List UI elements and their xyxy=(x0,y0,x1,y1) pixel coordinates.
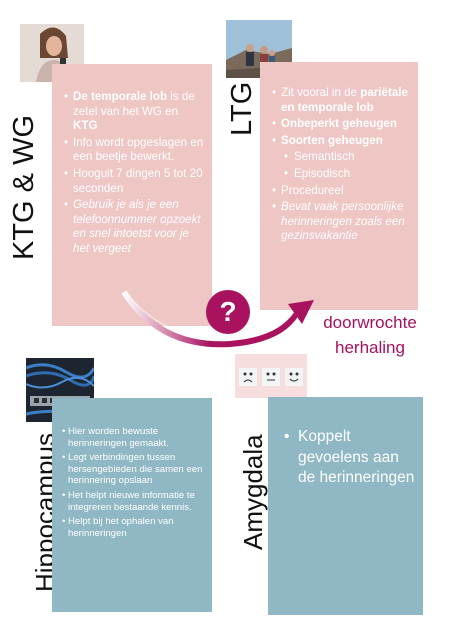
list-item-text: Episodisch xyxy=(294,166,351,180)
emotion-faces-photo-icon xyxy=(235,354,307,398)
list-item: Gebruik je als je een telefoonnummer opz… xyxy=(64,198,204,256)
caption-line-2: herhaling xyxy=(335,338,405,357)
list-item: Episodisch xyxy=(272,167,410,182)
list-item: Zit vooral in de pariëtale en temporale … xyxy=(272,86,410,115)
list-item: Koppelt gevoelens aan de herinneringen xyxy=(284,427,415,489)
list-item-text: Soorten geheugen xyxy=(281,133,383,147)
connector-caption: doorwrochte herhaling xyxy=(306,310,434,360)
ktg-wg-label: KTG & WG xyxy=(8,115,40,260)
list-item-text: Hooguit 7 dingen 5 tot 20 seconden xyxy=(73,166,203,195)
list-item: Helpt bij het ophalen van herinneringen xyxy=(62,516,206,539)
question-mark-icon: ? xyxy=(206,290,250,334)
ltg-box: Zit vooral in de pariëtale en temporale … xyxy=(260,62,418,310)
list-item: Het helpt nieuwe informatie te integrere… xyxy=(62,490,206,513)
list-item: Procedureel xyxy=(272,184,410,199)
list-item: Info wordt opgeslagen en een beetje bewe… xyxy=(64,136,204,165)
list-item-text: is de zetel van het WG en xyxy=(73,90,195,118)
list-item-text: Onbeperkt geheugen xyxy=(281,117,397,131)
list-item-text: De temporale lob xyxy=(73,90,168,103)
list-item-text: KTG xyxy=(73,119,98,133)
amygdala-box: Koppelt gevoelens aan de herinneringen xyxy=(268,397,423,615)
list-item-text: Semantisch xyxy=(294,150,355,164)
list-item: Soorten geheugen xyxy=(272,134,410,149)
caption-line-1: doorwrochte xyxy=(323,313,417,332)
amygdala-label: Amygdala xyxy=(238,434,268,550)
hippocampus-list: Hier worden bewuste herinneringen gemaak… xyxy=(62,426,206,539)
list-item: Bevat vaak persoonlijke herinneringen zo… xyxy=(272,200,410,244)
ktg-box: De temporale lob is de zetel van het WG … xyxy=(52,64,212,326)
amygdala-list: Koppelt gevoelens aan de herinneringen xyxy=(284,427,415,489)
list-item: Hier worden bewuste herinneringen gemaak… xyxy=(62,426,206,449)
list-item: Onbeperkt geheugen xyxy=(272,117,410,132)
list-item-text: Info wordt opgeslagen en een beetje bewe… xyxy=(73,135,204,164)
list-item: Hooguit 7 dingen 5 tot 20 seconden xyxy=(64,167,204,196)
curved-arrow-icon xyxy=(121,290,314,348)
list-item-text: pariëtale en temporale lob xyxy=(281,86,408,114)
list-item-text: Procedureel xyxy=(281,183,344,197)
list-item-text: Bevat vaak persoonlijke herinneringen zo… xyxy=(281,200,405,243)
list-item: De temporale lob is de zetel van het WG … xyxy=(64,90,204,134)
list-item: Legt verbindingen tussen hersengebieden … xyxy=(62,452,206,487)
list-item: Semantisch xyxy=(272,150,410,165)
list-item-text: Zit vooral in de xyxy=(281,86,361,99)
ltg-label: LTG xyxy=(226,81,258,136)
ktg-list: De temporale lob is de zetel van het WG … xyxy=(64,90,204,257)
list-item-text: Gebruik je als je een telefoonnummer opz… xyxy=(73,198,201,255)
ltg-list: Zit vooral in de pariëtale en temporale … xyxy=(272,86,410,244)
hippocampus-box: Hier worden bewuste herinneringen gemaak… xyxy=(52,398,212,612)
